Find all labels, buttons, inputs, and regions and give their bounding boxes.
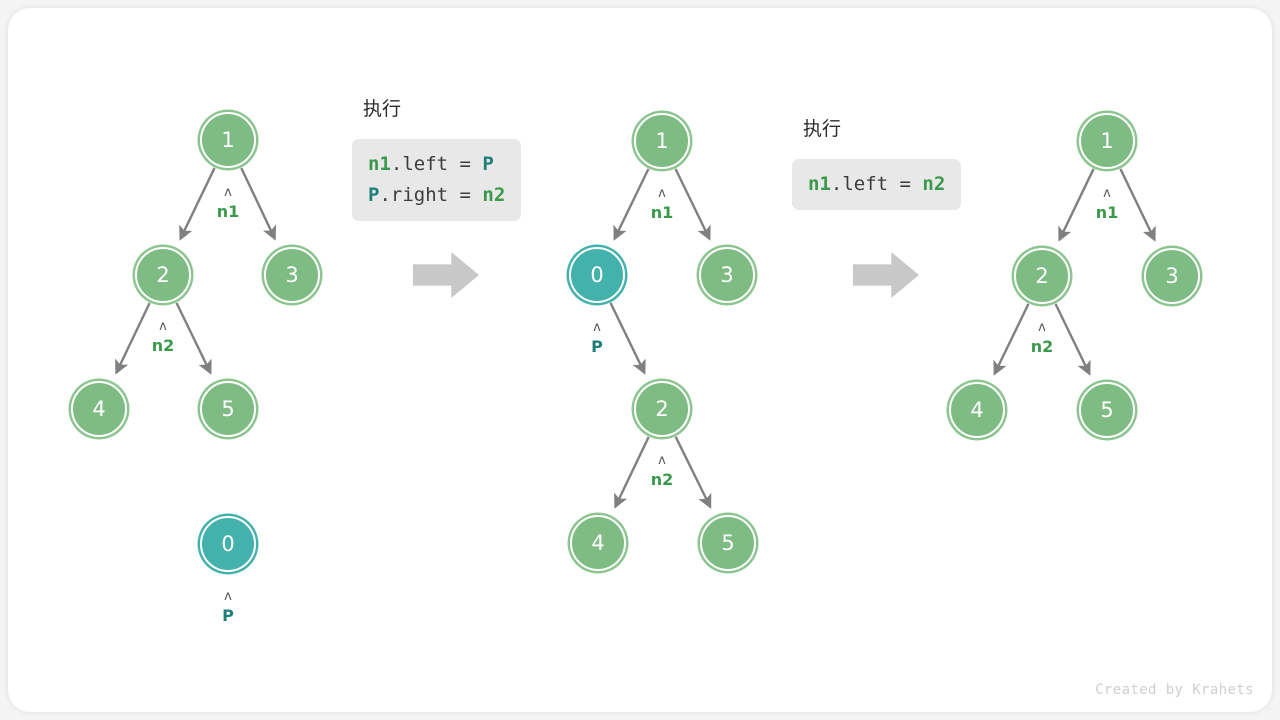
tree-node-1[interactable]: 1 (1079, 113, 1135, 169)
tree-node-4[interactable]: 4 (570, 515, 626, 571)
tree-edge (614, 436, 650, 509)
code-token: n1 (368, 153, 391, 175)
tree-node-label: 1 (1100, 128, 1114, 153)
tree-node-3[interactable]: 3 (264, 247, 320, 303)
pointer-name: P (591, 337, 603, 356)
pointer-label-n2: ʌ n2 (622, 454, 702, 488)
tree-node-label: 0 (221, 531, 235, 556)
code-token: n2 (482, 183, 506, 206)
pointer-name: n2 (1030, 337, 1054, 356)
caret-up-icon: ʌ (658, 186, 666, 201)
tree-node-1[interactable]: 1 (634, 113, 690, 169)
tree-node-5[interactable]: 5 (700, 515, 756, 571)
code-line: n1.left = P (368, 149, 505, 180)
tree-edge (115, 302, 151, 375)
pointer-name: n2 (650, 470, 674, 489)
code-token: .left = (390, 153, 483, 175)
tree-node-label: 2 (1035, 263, 1049, 288)
tree-node-3[interactable]: 3 (699, 247, 755, 303)
tree-node-label: 4 (591, 530, 605, 555)
pointer-label-n1: ʌ n1 (622, 187, 702, 221)
caret-up-icon: ʌ (1103, 186, 1111, 201)
code-line: n1.left = n2 (808, 169, 945, 200)
tree-edge (240, 167, 277, 241)
tree-edge (674, 168, 711, 241)
tree-edge (1054, 303, 1091, 376)
tree-node-label: 2 (156, 262, 170, 287)
tree-node-2[interactable]: 2 (135, 247, 191, 303)
tree-node-1[interactable]: 1 (200, 112, 256, 168)
caret-up-icon: ʌ (593, 320, 601, 335)
step-caption-1: 执行 (363, 98, 402, 120)
tree-node-label: 4 (92, 396, 106, 421)
tree-node-0[interactable]: 0 (569, 247, 625, 303)
tree-node-label: 3 (1165, 263, 1179, 288)
code-token: P (482, 153, 494, 175)
tree-edge (1119, 168, 1156, 242)
watermark-credit: Created by Krahets (1095, 682, 1254, 698)
tree-node-0[interactable]: 0 (200, 516, 256, 572)
tree-node-label: 5 (721, 530, 735, 555)
tree-edge (613, 168, 650, 241)
code-token: .right = (379, 183, 483, 206)
tree-node-label: 4 (970, 397, 984, 422)
tree-node-label: 1 (221, 127, 235, 152)
tree-node-2[interactable]: 2 (1014, 248, 1070, 304)
pointer-label-n1: ʌ n1 (1067, 187, 1147, 221)
pointer-name: n1 (650, 203, 674, 222)
pointer-name: n2 (151, 336, 175, 355)
tree-edge (175, 302, 212, 375)
tree-node-2[interactable]: 2 (634, 381, 690, 437)
code-token: n1 (808, 173, 831, 195)
pointer-label-n2: ʌ n2 (123, 320, 203, 354)
code-block-step-2: n1.left = n2 (792, 159, 962, 210)
pointer-label-n1: ʌ n1 (188, 186, 268, 220)
tree-edge (609, 302, 646, 375)
caret-up-icon: ʌ (159, 319, 167, 334)
tree-edge (179, 167, 216, 241)
tree-edge (674, 436, 712, 509)
tree-edge (993, 303, 1030, 376)
tree-node-label: 5 (1100, 397, 1114, 422)
tree-node-label: 3 (285, 262, 299, 287)
step-caption-2: 执行 (803, 118, 842, 140)
code-token: n2 (922, 173, 946, 195)
tree-node-5[interactable]: 5 (1079, 382, 1135, 438)
tree-node-5[interactable]: 5 (200, 381, 256, 437)
flow-arrow-2 (853, 252, 919, 298)
caret-up-icon: ʌ (224, 589, 232, 604)
tree-edge (1058, 168, 1095, 242)
caret-up-icon: ʌ (658, 453, 666, 468)
code-token: .left = (830, 173, 923, 195)
caret-up-icon: ʌ (224, 185, 232, 200)
pointer-name: n1 (1095, 203, 1119, 222)
pointer-name: P (222, 606, 234, 625)
pointer-name: n1 (216, 202, 240, 221)
caret-up-icon: ʌ (1038, 320, 1046, 335)
tree-node-4[interactable]: 4 (949, 382, 1005, 438)
tree-node-label: 3 (720, 262, 734, 287)
flow-arrow-1 (413, 252, 479, 298)
tree-node-4[interactable]: 4 (71, 381, 127, 437)
code-token: P (368, 183, 380, 206)
tree-node-label: 0 (590, 262, 604, 287)
tree-node-3[interactable]: 3 (1144, 248, 1200, 304)
tree-node-label: 5 (221, 396, 235, 421)
tree-node-label: 2 (655, 396, 669, 421)
pointer-label-n2: ʌ n2 (1002, 321, 1082, 355)
code-line: P.right = n2 (368, 180, 505, 211)
tree-node-label: 1 (655, 128, 669, 153)
